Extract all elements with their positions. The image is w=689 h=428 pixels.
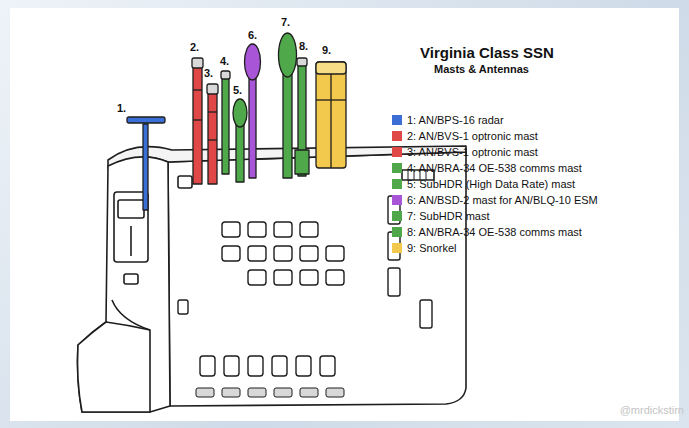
- subhdr-mast: [283, 74, 292, 178]
- comms-cap: [297, 58, 307, 66]
- legend-swatch: [392, 227, 402, 237]
- esm-mast: [249, 78, 256, 178]
- sail-side: [168, 152, 466, 406]
- legend-swatch: [392, 211, 402, 221]
- comms-cap: [221, 71, 230, 79]
- legend-swatch: [392, 131, 402, 141]
- subhdr-radome: [233, 99, 247, 127]
- legend-text: 2: AN/BVS-1 optronic mast: [407, 129, 538, 143]
- optronic-head: [207, 84, 218, 94]
- optronic-mast: [193, 62, 202, 184]
- radar-antenna: [127, 117, 165, 123]
- front-panel: [118, 200, 144, 218]
- masts: [127, 33, 346, 210]
- bottom-grilles: [196, 388, 344, 397]
- diagram-title: Virginia Class SSN: [420, 44, 554, 61]
- callout-number: 7.: [281, 16, 290, 29]
- callout-number: 6.: [248, 29, 257, 42]
- callout-number: 8.: [299, 40, 308, 53]
- radar-mast: [143, 124, 148, 210]
- callout-number: 5.: [233, 84, 242, 97]
- sail-fillet: [78, 322, 151, 412]
- callout-number: 2.: [190, 41, 199, 54]
- door-line: [130, 226, 132, 256]
- legend-text: 1: AN/BPS-16 radar: [407, 113, 504, 127]
- snorkel-head: [316, 62, 346, 74]
- callout-number: 9.: [322, 44, 331, 57]
- legend-text: 4: AN/BRA-34 OE-538 comms mast: [407, 161, 582, 175]
- optronic-mast: [208, 88, 217, 184]
- deck-fitting: [178, 176, 192, 188]
- comms-base: [295, 150, 309, 174]
- callout-number: 3.: [204, 67, 213, 80]
- snorkel: [316, 62, 346, 168]
- comms-mast: [222, 74, 229, 174]
- legend-text: 5: SubHDR (High Data Rate) mast: [407, 177, 575, 191]
- legend-text: 9: Snorkel: [407, 241, 457, 255]
- legend-swatch: [392, 147, 402, 157]
- watermark: @mrdickstirn: [620, 404, 684, 417]
- front-fitting: [124, 274, 138, 284]
- subhdr-mast: [236, 124, 244, 182]
- sail-front: [78, 157, 171, 412]
- subhdr-radome: [279, 33, 297, 77]
- callout-number: 1.: [117, 102, 126, 115]
- legend-text: 3: AN/BVS-1 optronic mast: [407, 145, 538, 159]
- legend-swatch: [392, 195, 402, 205]
- subtitle: Masts & Antennas: [434, 63, 529, 76]
- legend-swatch: [392, 163, 402, 173]
- callout-number: 4.: [220, 55, 229, 68]
- legend-swatch: [392, 179, 402, 189]
- legend-text: 7: SubHDR mast: [407, 209, 490, 223]
- legend-swatch: [392, 115, 402, 125]
- legend-text: 6: AN/BSD-2 mast for AN/BLQ-10 ESM: [407, 193, 598, 207]
- legend-text: 8: AN/BRA-34 OE-538 comms mast: [407, 225, 582, 239]
- esm-head: [245, 44, 261, 80]
- legend-swatch: [392, 243, 402, 253]
- fillet-line: [112, 300, 150, 330]
- optronic-head: [192, 58, 203, 68]
- sail-windows: [178, 196, 432, 376]
